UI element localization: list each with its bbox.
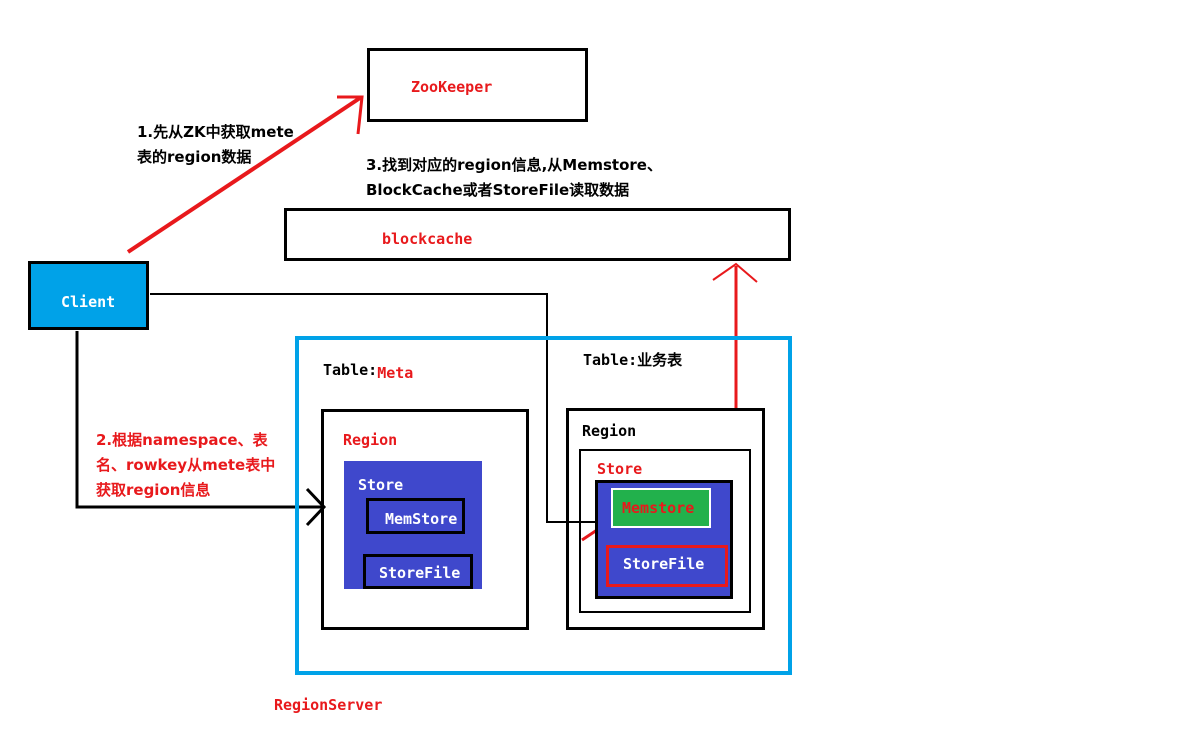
business-table-label: Table:业务表 — [583, 351, 683, 369]
business-region-box — [566, 408, 765, 630]
step3-line2: BlockCache或者StoreFile读取数据 — [366, 181, 630, 199]
business-storefile-label: StoreFile — [623, 555, 705, 573]
meta-store-label: Store — [358, 476, 404, 494]
meta-memstore-label: MemStore — [385, 510, 458, 528]
meta-storefile-box — [363, 554, 473, 589]
step1-line2: 表的region数据 — [137, 148, 252, 166]
arrowhead-meta-region — [305, 487, 327, 527]
meta-memstore-box — [366, 498, 465, 534]
step2-line3: 获取region信息 — [96, 481, 211, 499]
business-store-box — [579, 449, 751, 613]
meta-table-name: Meta — [377, 364, 414, 382]
arrow-client-to-zookeeper — [126, 96, 362, 254]
business-region-label: Region — [582, 422, 637, 440]
zookeeper-label: ZooKeeper — [411, 78, 493, 96]
step3-line1: 3.找到对应的region信息,从Memstore、 — [366, 156, 662, 174]
client-label: Client — [61, 293, 116, 311]
zookeeper-box — [367, 48, 588, 122]
step2-line1: 2.根据namespace、表 — [96, 431, 268, 449]
step2-line2: 名、rowkey从mete表中 — [96, 456, 276, 474]
step1-line1: 1.先从ZK中获取mete — [137, 123, 294, 141]
step2-note: 2.根据namespace、表 名、rowkey从mete表中 获取region… — [96, 428, 306, 503]
step3-note: 3.找到对应的region信息,从Memstore、 BlockCache或者S… — [366, 153, 726, 203]
business-storefile-box — [606, 545, 728, 587]
meta-table-prefix: Table: — [323, 361, 378, 379]
arrowhead-blockcache — [712, 262, 758, 283]
arrowhead-zookeeper — [337, 95, 364, 135]
meta-region-label: Region — [343, 431, 398, 449]
business-memstore-label: Memstore — [622, 499, 695, 517]
regionserver-box — [295, 336, 792, 675]
regionserver-label: RegionServer — [274, 696, 383, 714]
meta-table-label: Table:Meta — [323, 361, 414, 382]
blockcache-box — [284, 208, 791, 261]
client-box — [28, 261, 149, 330]
business-store-label: Store — [597, 460, 643, 478]
business-memstore-box — [611, 488, 711, 528]
blockcache-label: blockcache — [382, 230, 473, 248]
arrow-client-to-memstore — [150, 293, 598, 523]
meta-region-box — [321, 409, 529, 630]
meta-storefile-label: StoreFile — [379, 564, 461, 582]
step1-note: 1.先从ZK中获取mete 表的region数据 — [137, 120, 337, 170]
arrow-client-to-meta-region — [75, 331, 322, 509]
